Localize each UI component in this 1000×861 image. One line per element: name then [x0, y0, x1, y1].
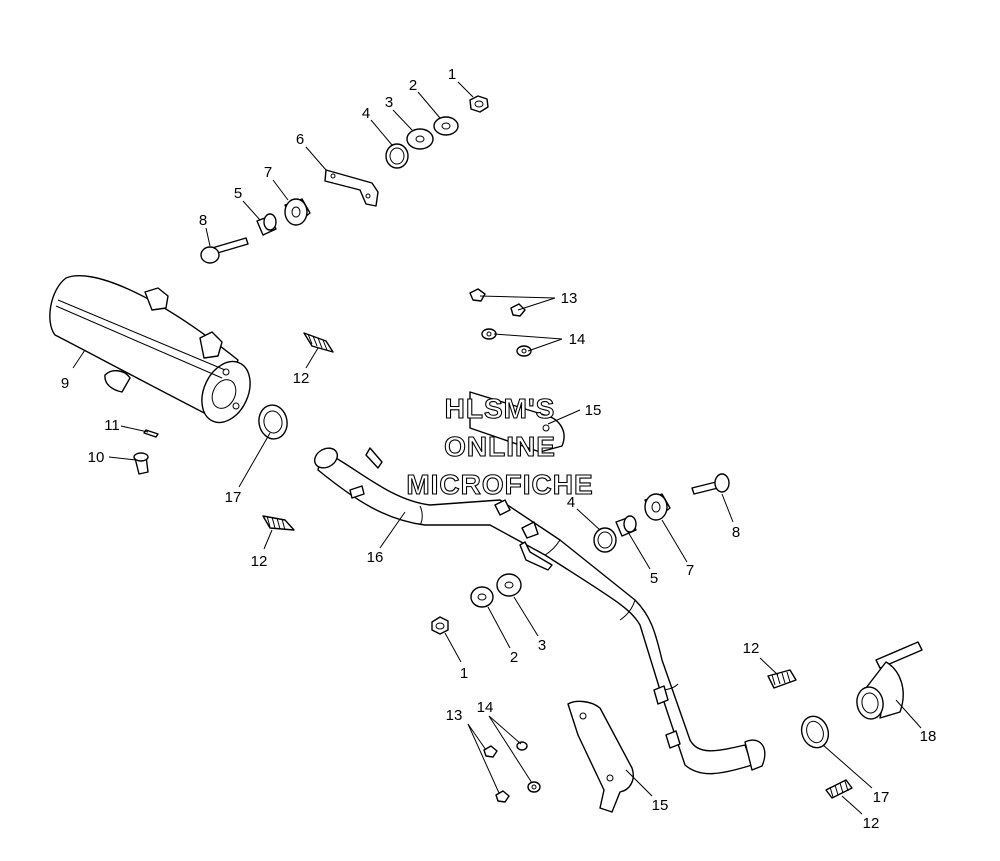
part-9-muffler	[49, 275, 251, 424]
callout-2-lower: 2	[510, 649, 518, 666]
callout-11: 11	[104, 417, 120, 434]
callout-13-upper: 13	[561, 290, 578, 307]
part-12-spring-b	[262, 515, 295, 531]
callout-9: 9	[61, 375, 69, 392]
part-10-rivet	[133, 452, 149, 475]
watermark-line-1: HLSM'S	[445, 393, 556, 424]
callout-8-upper: 8	[199, 212, 207, 229]
part-12-spring-d	[825, 779, 853, 799]
part-4-ring-upper	[385, 143, 409, 169]
callout-16: 16	[367, 549, 384, 566]
callout-12-b: 12	[251, 553, 268, 570]
part-13-bolt-lower-a	[483, 745, 498, 758]
callout-1-lower: 1	[460, 665, 468, 682]
watermark-line-3: MICROFICHE	[406, 469, 593, 500]
part-4-ring-lower	[593, 527, 617, 553]
part-3-washer-upper	[406, 128, 434, 150]
watermark-line-2: ONLINE	[444, 431, 556, 462]
callout-14-lower: 14	[477, 699, 494, 716]
part-1-nut-upper	[469, 95, 489, 113]
part-13-bolt-upper-a	[469, 288, 486, 302]
part-15-heat-shield-upper	[469, 391, 565, 453]
part-17-gasket-lower	[800, 715, 830, 749]
callout-5-upper: 5	[234, 185, 242, 202]
part-5-bushing-upper	[256, 213, 277, 236]
part-3-washer-lower	[496, 573, 522, 597]
leader-lines	[72, 81, 922, 815]
callout-7-lower: 7	[686, 562, 694, 579]
callout-15-lower: 15	[652, 797, 669, 814]
callout-6: 6	[296, 131, 304, 148]
callout-1-upper: 1	[448, 66, 456, 83]
callout-3-lower: 3	[538, 637, 546, 654]
part-14-washer-upper-b	[516, 345, 532, 357]
part-2-washer-upper	[433, 116, 459, 136]
callout-7-upper: 7	[264, 164, 272, 181]
part-18-exhaust-flange-pipe	[856, 641, 923, 720]
part-7-grommet-upper	[284, 198, 311, 226]
callout-17-upper: 17	[225, 489, 242, 506]
callout-10: 10	[88, 449, 105, 466]
part-6-bracket	[324, 169, 379, 207]
callout-13-lower: 13	[446, 707, 463, 724]
part-14-washer-lower-a	[516, 741, 528, 751]
part-2-washer-lower	[470, 586, 494, 608]
callout-12-c: 12	[743, 640, 760, 657]
part-13-bolt-lower-b	[495, 790, 510, 803]
callout-3-upper: 3	[385, 94, 393, 111]
part-16-head-pipe	[313, 447, 766, 775]
watermark: HLSM'S ONLINE MICROFICHE	[406, 392, 593, 500]
part-17-gasket-upper	[258, 404, 288, 440]
part-8-bolt-upper	[200, 237, 249, 264]
part-5-bushing-lower	[615, 515, 637, 537]
callout-4-lower: 4	[567, 494, 575, 511]
callout-5-lower: 5	[650, 570, 658, 587]
callout-2-upper: 2	[409, 77, 417, 94]
callout-12-d: 12	[863, 815, 880, 832]
part-12-spring-a	[303, 332, 334, 353]
part-12-spring-c	[767, 669, 797, 689]
callout-12-a: 12	[293, 370, 310, 387]
part-14-washer-upper-a	[481, 328, 497, 340]
part-14-washer-lower-b	[527, 781, 541, 793]
part-7-grommet-lower	[644, 493, 671, 521]
callout-17-lower: 17	[873, 789, 890, 806]
callout-14-upper: 14	[569, 331, 586, 348]
part-15-heat-shield-lower	[567, 700, 634, 813]
callout-18: 18	[920, 728, 937, 745]
callout-15-upper: 15	[585, 402, 602, 419]
part-8-bolt-lower	[691, 473, 730, 495]
part-1-nut-lower	[431, 616, 449, 635]
callout-numbers: 1 2 3 4 6 7 5 8 13 14 9 12 15 11 10 17 4…	[61, 66, 937, 832]
callout-8-lower: 8	[732, 524, 740, 541]
callout-4-upper: 4	[362, 105, 370, 122]
part-11-clip	[143, 429, 159, 438]
